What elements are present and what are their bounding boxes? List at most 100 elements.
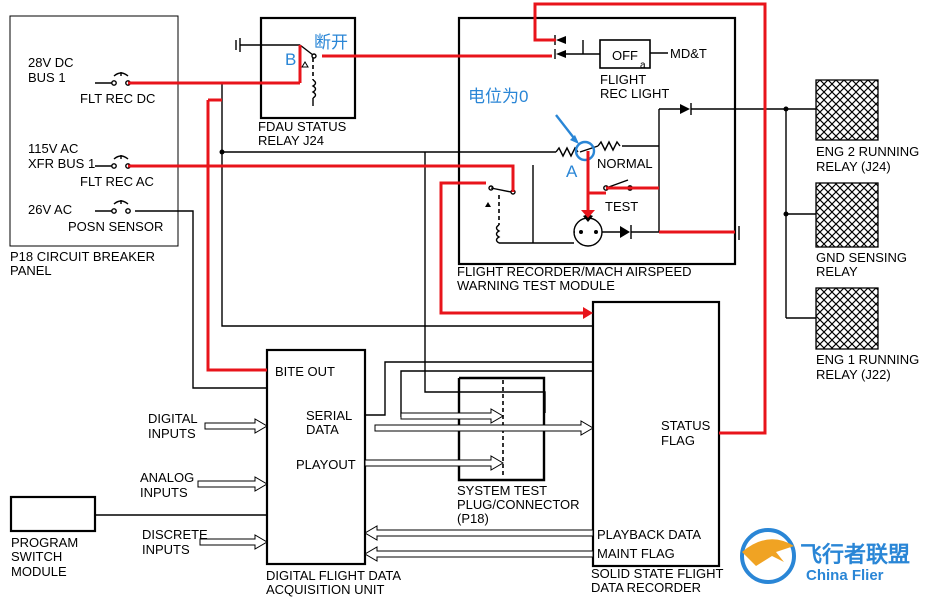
relay-contact-arm	[299, 44, 314, 56]
watermark-cn: 飞行者联盟	[800, 542, 910, 567]
dfdau-inputs: DIGITAL INPUTS ANALOG INPUTS DISCRETE IN…	[140, 411, 268, 557]
diode-lower-icon	[554, 49, 566, 59]
diode-upper-icon	[554, 35, 566, 45]
xfr-bus-label-line1: 115V AC	[28, 141, 78, 156]
highlight-wiring	[128, 2, 767, 435]
bite-out-label: BITE OUT	[275, 364, 335, 379]
breaker-panel-outline	[9, 15, 179, 247]
discrete-inputs-arrow	[199, 534, 268, 550]
analog-inputs-line2: INPUTS	[140, 485, 188, 500]
point-b-label: B	[285, 50, 296, 69]
fdau-relay-title-line1: FDAU STATUS	[258, 119, 347, 134]
program-switch-line3: MODULE	[11, 564, 67, 579]
ssfdr-unit: STATUS FLAG PLAYBACK DATA MAINT FLAG SOL…	[591, 300, 723, 595]
flight-rec-light-line2: REC LIGHT	[600, 86, 669, 101]
diode-relays-icon	[680, 103, 692, 115]
breaker-panel-title-line2: PANEL	[10, 263, 52, 278]
fdau-relay-outline	[259, 16, 357, 120]
engine-relays: ENG 2 RUNNING RELAY (J24) GND SENSING RE…	[783, 79, 919, 382]
breaker-flt-rec-dc-icon	[95, 72, 131, 86]
test-label: TEST	[605, 199, 638, 214]
dfdau-unit: BITE OUT SERIAL DATA PLAYOUT DIGITAL FLI…	[265, 348, 401, 597]
ground-right-icon	[734, 226, 740, 240]
eng1-label-line1: ENG 1 RUNNING	[816, 352, 919, 367]
digital-inputs-arrow	[204, 418, 268, 434]
eng2-relay-box	[815, 79, 879, 141]
test-module: FLIGHT RECORDER/MACH AIRSPEED WARNING TE…	[457, 16, 816, 293]
xfr-bus-label-line2: XFR BUS 1	[28, 156, 95, 171]
dfdau-outline	[265, 348, 367, 566]
off-light-sub: a	[640, 60, 646, 71]
eng2-label-line1: ENG 2 RUNNING	[816, 144, 919, 159]
flight-rec-light-line1: FLIGHT	[600, 72, 646, 87]
test-relay-coil-icon	[495, 224, 501, 244]
ssfdr-title-line1: SOLID STATE FLIGHT	[591, 566, 723, 581]
bus1-label-line1: 28V DC	[28, 55, 74, 70]
test-plug-outline	[457, 376, 546, 482]
eng2-label-line2: RELAY (J24)	[816, 159, 891, 174]
test-plug-line2: PLUG/CONNECTOR	[457, 497, 580, 512]
test-module-title-line1: FLIGHT RECORDER/MACH AIRSPEED	[457, 264, 692, 279]
gnd-sensing-relay-box	[815, 182, 879, 248]
discrete-inputs-line1: DISCRETE	[142, 527, 208, 542]
maint-flag-label: MAINT FLAG	[597, 546, 675, 561]
status-flag-line2: FLAG	[661, 433, 695, 448]
playback-data-label: PLAYBACK DATA	[597, 527, 701, 542]
program-switch-line1: PROGRAM	[11, 535, 78, 550]
flt-rec-ac-label: FLT REC AC	[80, 174, 154, 189]
fdau-relay-title-line2: RELAY J24	[258, 133, 324, 148]
analog-inputs-line1: ANALOG	[140, 470, 194, 485]
watermark-en: China Flier	[806, 567, 884, 584]
resistor-right-icon	[597, 140, 621, 152]
test-module-title-line2: WARNING TEST MODULE	[457, 278, 615, 293]
system-test-plug: SYSTEM TEST PLUG/CONNECTOR (P18)	[457, 376, 580, 526]
note-zero-label: 电位为0	[468, 87, 528, 106]
program-switch-module: PROGRAM SWITCH MODULE	[9, 495, 267, 579]
digital-inputs-line1: DIGITAL	[148, 411, 198, 426]
eng1-label-line2: RELAY (J22)	[816, 367, 891, 382]
flt-rec-dc-label: FLT REC DC	[80, 91, 155, 106]
point-a-circle	[574, 140, 596, 162]
test-switch-icon	[573, 217, 603, 247]
note-open-label: 断开	[314, 33, 348, 52]
test-plug-line1: SYSTEM TEST	[457, 483, 547, 498]
program-switch-line2: SWITCH	[11, 549, 62, 564]
gnd-label-line1: GND SENSING	[816, 250, 907, 265]
watermark-plane-icon	[742, 539, 794, 566]
status-flag-line1: STATUS	[661, 418, 711, 433]
dfdau-title-line2: ACQUISITION UNIT	[266, 582, 385, 597]
analog-inputs-arrow	[197, 476, 268, 492]
v26-ac-label: 26V AC	[28, 202, 72, 217]
program-switch-box	[9, 495, 97, 533]
contact-arrow-icon	[301, 61, 309, 68]
resistor-left-icon	[555, 146, 579, 158]
normal-label: NORMAL	[597, 156, 653, 171]
breaker-flt-rec-ac-icon	[95, 155, 131, 169]
fdau-status-relay: FDAU STATUS RELAY J24 B 断开	[235, 16, 357, 148]
serial-data-line2: DATA	[306, 422, 339, 437]
point-a-label: A	[566, 162, 578, 181]
gnd-label-line2: RELAY	[816, 264, 858, 279]
watermark: 飞行者联盟 China Flier	[740, 528, 910, 584]
diode-test-icon	[620, 225, 632, 239]
dfdau-title-line1: DIGITAL FLIGHT DATA	[266, 568, 401, 583]
posn-sensor-label: POSN SENSOR	[68, 219, 163, 234]
off-light-label: OFF	[612, 48, 638, 63]
test-plug-line3: (P18)	[457, 511, 489, 526]
bus1-label-line2: BUS 1	[28, 70, 66, 85]
digital-inputs-line2: INPUTS	[148, 426, 196, 441]
playout-label: PLAYOUT	[296, 457, 356, 472]
mdt-label: MD&T	[670, 46, 707, 61]
eng1-relay-box	[815, 287, 879, 350]
serial-data-line1: SERIAL	[306, 408, 352, 423]
ssfdr-title-line2: DATA RECORDER	[591, 580, 701, 595]
relay-coil-icon	[311, 79, 317, 99]
breaker-panel-title-line1: P18 CIRCUIT BREAKER	[10, 249, 155, 264]
ground-icon	[235, 38, 300, 52]
test-module-outline	[457, 16, 737, 266]
breaker-posn-sensor-icon	[95, 200, 131, 214]
circuit-breaker-panel: 28V DC BUS 1 FLT REC DC 115V AC XFR BUS …	[9, 15, 179, 278]
black-wiring	[135, 83, 594, 562]
discrete-inputs-line2: INPUTS	[142, 542, 190, 557]
